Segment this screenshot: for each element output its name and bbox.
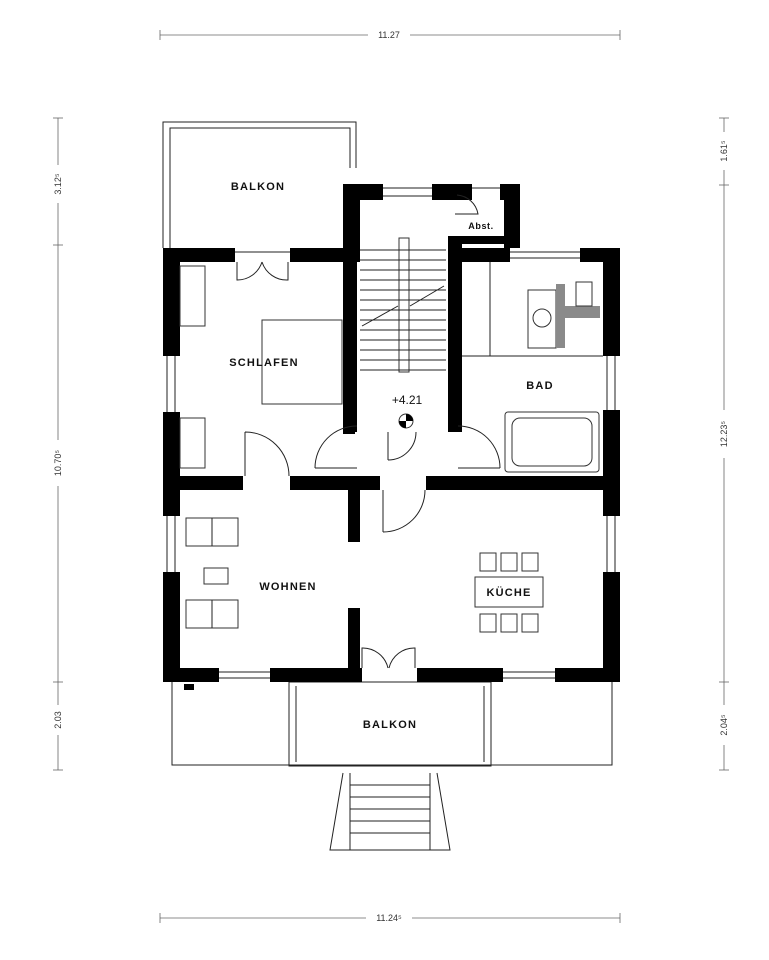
living-furniture [185, 517, 239, 629]
doors [236, 194, 501, 669]
room-label-wohnen: WOHNEN [259, 581, 316, 593]
exterior-stairs [329, 772, 451, 851]
balcony-top [162, 121, 357, 248]
room-label-schlafen: SCHLAFEN [229, 357, 299, 369]
room-label-bad: BAD [526, 380, 553, 392]
dim-bottom: 11.24⁵ [376, 913, 402, 923]
dim-right-middle: 12.23⁵ [719, 421, 729, 448]
dim-left-middle: 10.70⁵ [53, 450, 63, 477]
walls [163, 184, 620, 682]
dim-left-upper: 3.12⁵ [53, 173, 63, 195]
staircase [360, 237, 446, 429]
balcony-bottom [171, 681, 613, 767]
bathroom-fixtures [462, 262, 603, 473]
dim-right-lower: 2.04⁵ [719, 714, 729, 736]
dim-top: 11.27 [378, 30, 400, 40]
room-label-kueche: KÜCHE [486, 586, 531, 599]
room-label-abst: Abst. [468, 221, 494, 231]
small-fixtures [184, 250, 592, 690]
elevation-label: +4.21 [392, 393, 423, 407]
dim-left-lower: 2.03 [53, 711, 63, 729]
room-label-balkon-top: BALKON [231, 181, 285, 193]
dim-right-upper: 1.61⁵ [719, 140, 729, 162]
dimension-lines [51, 28, 731, 925]
windows [166, 187, 616, 679]
dining-table [474, 552, 544, 633]
bedroom-furniture [179, 265, 343, 469]
room-label-balkon-bottom: BALKON [363, 719, 417, 731]
